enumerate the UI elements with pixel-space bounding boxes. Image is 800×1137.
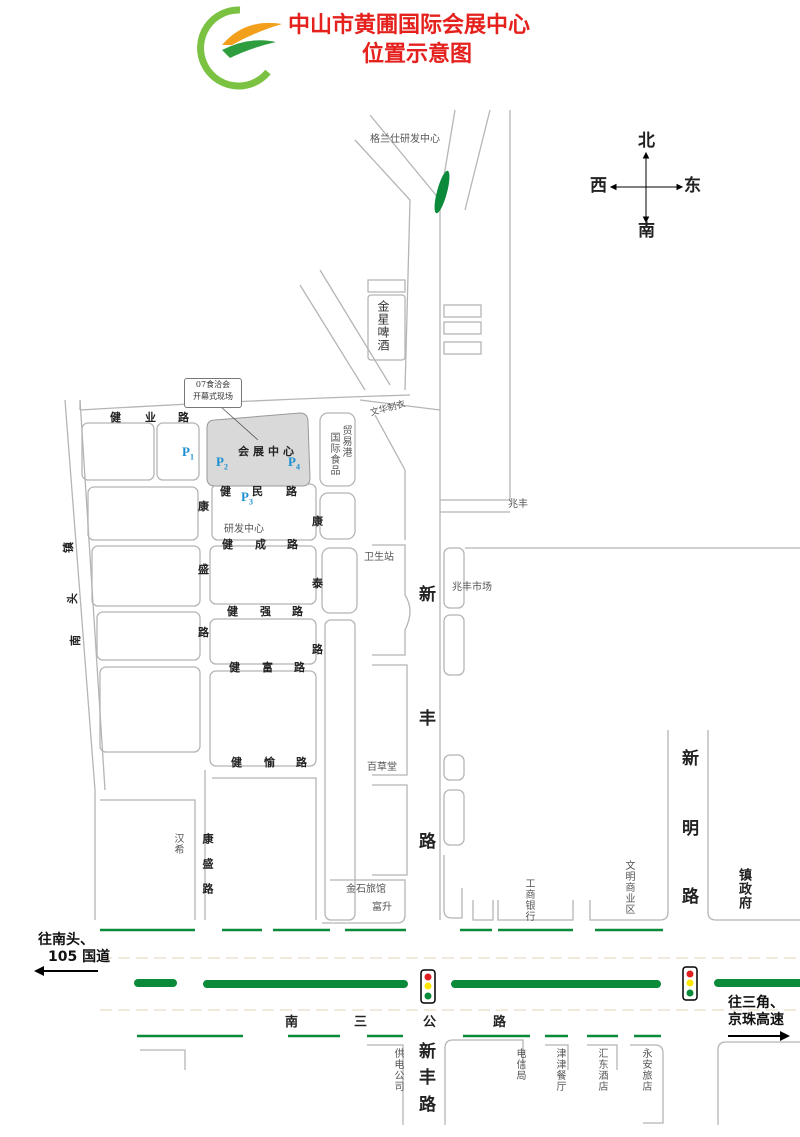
road-jiancheng-3: 路 — [287, 538, 298, 551]
road-xinming-3: 路 — [682, 887, 699, 907]
road-kangtai-2: 泰 — [312, 577, 323, 590]
road-jianye-3: 路 — [178, 411, 189, 424]
label-expo-center[interactable]: 会展中心 — [238, 445, 298, 458]
road-xinming-1: 新 — [682, 749, 699, 769]
road-kangsheng-lower: 康盛路 — [201, 833, 214, 908]
road-jianyu-1: 健 — [231, 756, 242, 769]
road-xinfeng-lower-1: 新 — [419, 1042, 436, 1062]
compass-icon — [609, 151, 684, 224]
road-kangtai-1: 康 — [312, 515, 323, 528]
road-jianqiang-2: 强 — [260, 605, 271, 618]
road-jianqiang-1: 健 — [227, 605, 238, 618]
road-jianqiang-3: 路 — [292, 605, 303, 618]
road-kangsheng-2: 盛 — [198, 563, 209, 576]
traffic-light-icon — [420, 969, 436, 1004]
road-nantou-1: 镇 — [62, 542, 75, 553]
parking-p3[interactable]: P3 — [241, 489, 253, 507]
label-jinshi-hotel: 金石旅馆 — [346, 884, 386, 895]
parking-p2[interactable]: P2 — [216, 454, 228, 472]
direction-east-line2: 京珠高速 — [728, 1011, 784, 1028]
label-power-co: 供电公司 — [392, 1048, 403, 1092]
road-nansan-2: 三 — [354, 1015, 368, 1030]
leaf-swoosh-logo — [197, 6, 282, 90]
road-nansan-4: 路 — [493, 1015, 507, 1030]
label-health-station: 卫生站 — [364, 552, 394, 563]
road-jianfu-1: 健 — [229, 661, 240, 674]
map-title: 中山市黄圃国际会展中心 — [288, 13, 531, 38]
road-jianye-1: 健 — [110, 411, 121, 424]
road-xinfeng-2: 丰 — [419, 709, 436, 729]
compass-east: 东 — [684, 176, 701, 196]
compass-south: 南 — [638, 221, 655, 241]
callout-pointer — [219, 405, 259, 441]
label-hanxi: 汉希 — [172, 833, 183, 855]
label-icbc: 工商银行 — [523, 878, 534, 922]
road-xinfeng-lower-2: 丰 — [419, 1068, 436, 1088]
road-kangsheng-1: 康 — [198, 500, 209, 513]
traffic-light-icon — [682, 966, 698, 1001]
arrow-right-icon — [728, 1031, 790, 1041]
label-rd-center: 研发中心 — [224, 524, 264, 535]
parking-p4[interactable]: P4 — [288, 454, 300, 472]
label-galanz: 格兰仕研发中心 — [370, 134, 440, 145]
callout-line1: 07食洽会 — [195, 380, 231, 389]
label-telecom: 电信局 — [514, 1048, 525, 1081]
label-food-a: 国际食品 — [328, 432, 339, 476]
xinfeng-road-east-edge — [439, 109, 456, 920]
label-wenming: 文明商业区 — [623, 860, 634, 915]
road-jianyu-2: 愉 — [264, 756, 275, 769]
direction-east-line1: 往三角、 — [728, 995, 784, 1011]
road-nantou-2: 头 — [66, 593, 79, 604]
direction-west-line2: 105 国道 — [48, 948, 111, 965]
label-fusheng: 富升 — [372, 902, 392, 913]
callout-opening-ceremony: 07食洽会 开幕式现场 — [184, 378, 242, 408]
label-jinxing-beer: 金星啤酒 — [376, 300, 390, 352]
road-xinfeng-3: 路 — [419, 832, 436, 852]
road-jianmin-1: 健 — [220, 485, 231, 498]
arrow-left-icon — [34, 966, 98, 976]
road-jianfu-3: 路 — [294, 661, 305, 674]
compass-north: 北 — [638, 131, 655, 151]
road-xinfeng-1: 新 — [419, 585, 436, 605]
map-subtitle: 位置示意图 — [362, 42, 473, 67]
tree-icon — [434, 170, 450, 214]
label-jinjin: 津津餐厅 — [554, 1048, 565, 1092]
road-jiancheng-1: 健 — [222, 538, 233, 551]
road-nansan-1: 南 — [285, 1015, 299, 1030]
direction-west: 往南头、 105 国道 — [38, 932, 110, 966]
direction-west-line1: 往南头、 — [38, 932, 94, 948]
road-nansan-3: 公 — [423, 1015, 437, 1030]
road-jiancheng-2: 成 — [255, 538, 266, 551]
road-jianyu-3: 路 — [296, 756, 307, 769]
green-medians — [100, 928, 800, 1038]
label-baicaotang: 百草堂 — [367, 762, 397, 773]
road-kangsheng-3: 路 — [198, 626, 209, 639]
road-jianye-2: 业 — [145, 411, 156, 424]
direction-east: 往三角、 京珠高速 — [728, 995, 784, 1029]
road-kangtai-3: 路 — [312, 643, 323, 656]
label-food-b: 贸易港 — [340, 425, 351, 458]
road-jianmin-2: 民 — [252, 485, 263, 498]
road-xinming-2: 明 — [682, 819, 699, 839]
label-huidong: 汇东酒店 — [596, 1048, 607, 1092]
label-town-gov: 镇政府 — [736, 868, 751, 910]
parking-p1[interactable]: P1 — [182, 444, 194, 462]
road-jianmin-3: 路 — [286, 485, 297, 498]
expo-center-building — [206, 412, 311, 487]
road-jianfu-2: 富 — [262, 661, 273, 674]
compass-west: 西 — [590, 176, 607, 196]
label-zhaofeng: 兆丰 — [508, 499, 528, 510]
label-zhaofeng-market: 兆丰市场 — [452, 582, 492, 593]
label-yongan: 永安旅店 — [640, 1048, 651, 1092]
road-nantou-3: 南 — [69, 635, 82, 646]
callout-line2: 开幕式现场 — [193, 392, 233, 401]
road-xinfeng-lower-3: 路 — [419, 1095, 436, 1115]
road-edge — [354, 139, 411, 391]
